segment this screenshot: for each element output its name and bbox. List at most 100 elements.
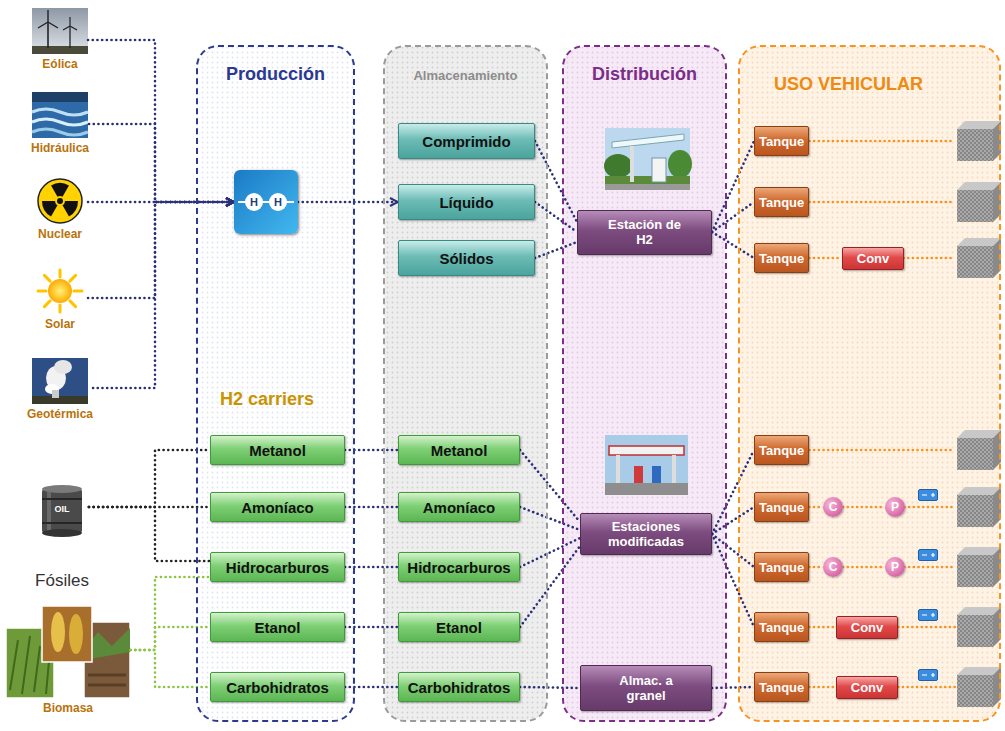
engine-block (957, 121, 1001, 161)
vehicle-line (800, 140, 955, 143)
battery-icon (919, 670, 938, 681)
node-label: Carbohidratos (408, 679, 511, 696)
source-node: OILFósiles (35, 485, 89, 591)
geothermal-icon (52, 390, 59, 398)
connector (843, 506, 885, 509)
connector (712, 687, 754, 688)
node-label: P (891, 561, 899, 573)
sun-icon (38, 290, 46, 293)
connector (712, 141, 754, 232)
geothermal-icon (32, 358, 88, 404)
sun-icon (44, 275, 50, 281)
connector (712, 202, 754, 232)
biomass-photos (88, 675, 126, 685)
connector (520, 687, 580, 688)
sun-icon (44, 301, 50, 307)
gas-station-photo (605, 483, 688, 495)
icon-slot (32, 268, 88, 314)
node-label: Conv (857, 251, 890, 266)
node-label: H (269, 193, 287, 211)
converter-box: Conv (836, 616, 898, 639)
battery-icon (919, 490, 938, 501)
biomass-photos (51, 612, 65, 652)
sun-icon (70, 301, 76, 307)
panel-heading: Producción (198, 64, 353, 85)
node-label: Sólidos (439, 250, 493, 267)
carrier-box: Carbohidratos (398, 672, 520, 702)
hydro-icon (32, 109, 88, 115)
carrier-box: Metanol (398, 435, 520, 465)
converter-box: Conv (836, 676, 898, 699)
connector (89, 124, 234, 202)
storage-box: Líquido (398, 184, 535, 220)
oil-barrel-icon (42, 498, 82, 500)
nuclear-icon (63, 201, 79, 217)
wind-icon (32, 46, 88, 54)
carrier-box: Carbohidratos (210, 672, 345, 702)
connector (131, 627, 211, 650)
hydro-icon (32, 92, 88, 138)
storage-box: Sólidos (398, 240, 535, 276)
connector (712, 450, 754, 534)
geothermal-icon (54, 360, 72, 374)
carrier-box: Etanol (210, 612, 345, 642)
tank-box: Tanque (754, 612, 809, 642)
station-box: Estación de H2 (577, 210, 712, 255)
connector (89, 507, 210, 561)
oil-barrel-icon (42, 522, 82, 524)
connector (809, 257, 842, 260)
hydrogen-station-photo (612, 134, 684, 148)
storage-box: Comprimido (398, 123, 535, 159)
tank-box: Tanque (754, 552, 809, 582)
panel-ground (564, 47, 726, 721)
wind-icon (63, 17, 77, 30)
panel-heading: USO VEHICULAR (774, 74, 923, 95)
panel-heading: Almacenamiento (385, 68, 546, 83)
geothermal-icon (32, 396, 88, 404)
vehicle-line (800, 201, 955, 204)
wind-icon (69, 26, 70, 48)
node-label: Tanque (759, 443, 804, 458)
hydro-icon (32, 92, 88, 138)
node-label: Amoníaco (241, 499, 314, 516)
stage-panel: AlmacenamientoComprimidoLíquidoSólidosMe… (383, 45, 548, 722)
source-node: Solar (32, 268, 88, 331)
node-label: Tanque (759, 560, 804, 575)
hydrogen-station-photo (605, 176, 690, 190)
node-label: C (829, 561, 838, 573)
node-label: Tanque (759, 680, 804, 695)
connector (345, 566, 398, 569)
oil-barrel-icon (47, 491, 51, 531)
nuclear-icon (51, 183, 69, 197)
vehicle-line (800, 449, 955, 452)
sun-icon (38, 270, 82, 312)
panel-heading: Distribución (564, 64, 725, 85)
nuclear-icon (38, 179, 82, 223)
hydrogen-station-photo (605, 184, 690, 190)
engine-block (957, 487, 1001, 527)
sun-icon (48, 279, 72, 303)
node-label: Almac. a granel (619, 673, 673, 703)
biomass-photos (69, 614, 83, 654)
node-label: Tanque (759, 195, 804, 210)
sun-icon (74, 290, 82, 293)
sun-icon (59, 270, 62, 277)
battery-icon (919, 550, 938, 561)
connector (535, 141, 577, 222)
gas-station-photo (605, 435, 688, 495)
wind-icon (38, 10, 58, 28)
node-label: P (891, 501, 899, 513)
hydrogen-molecule: HH (234, 170, 298, 234)
node-label: Tanque (759, 620, 804, 635)
gas-station-photo (652, 466, 661, 483)
carrier-box: Amoníaco (398, 492, 520, 522)
connector (712, 534, 754, 567)
node-label: Comprimido (422, 133, 510, 150)
stage-panel: ProducciónH2 carriersHHMetanolAmoníacoHi… (196, 45, 355, 722)
source-node: Nuclear (32, 178, 88, 241)
carrier-box: Etanol (398, 612, 520, 642)
node-label: Estación de H2 (604, 217, 686, 247)
carrier-box: Hidrocarburos (398, 552, 520, 582)
tank-box: Tanque (754, 126, 809, 156)
biomass-photos (42, 606, 92, 662)
